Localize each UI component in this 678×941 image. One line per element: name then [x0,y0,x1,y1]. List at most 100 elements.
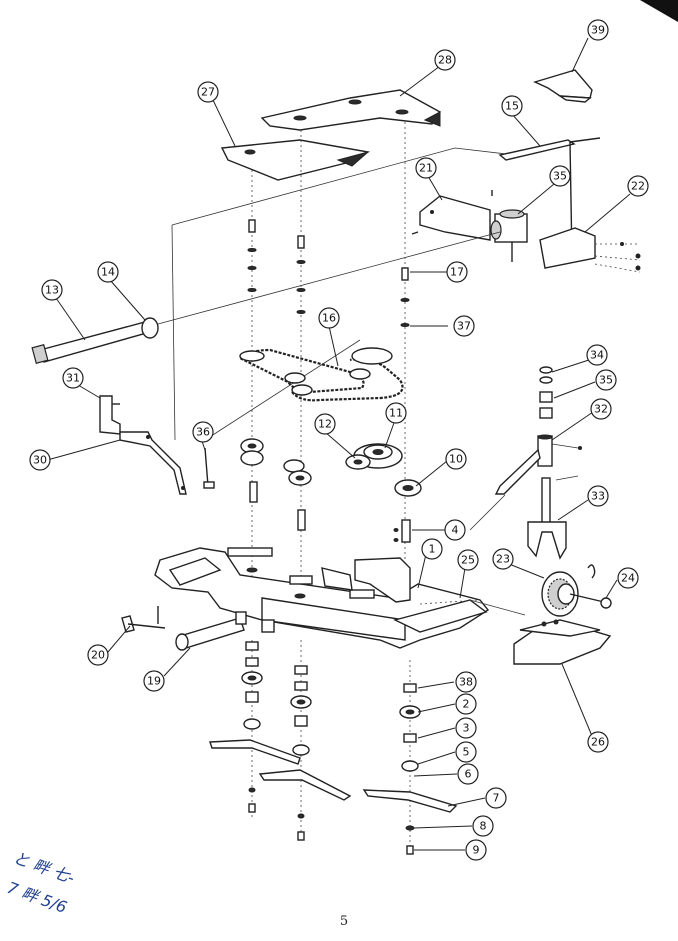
page-corner-shadow [640,0,678,22]
handwriting-line-2: 7 畔 5/6 [5,878,70,917]
svg-text:27: 27 [201,86,215,99]
spindle-hardware-left [247,219,257,292]
callout-15: 15 [501,95,523,117]
page-number: 5 [340,914,348,929]
callout-16: 16 [318,307,340,329]
svg-text:16: 16 [322,312,336,325]
svg-text:3: 3 [463,722,470,735]
svg-text:20: 20 [91,649,105,662]
spindle-hardware-center [296,235,306,314]
svg-text:10: 10 [449,453,463,466]
callout-34: 34 [586,344,608,366]
svg-text:30: 30 [33,454,47,467]
part-22-bracket [539,227,641,273]
svg-text:26: 26 [591,736,605,749]
blade-bolts [248,787,415,855]
part-19-roller [175,611,275,651]
callout-13: 13 [41,279,63,301]
spindle-hardware-right [400,267,410,327]
part-29-gearbox [490,190,528,262]
part-1-deck-frame [154,547,490,649]
svg-text:37: 37 [457,320,471,333]
callout-9: 9 [465,839,487,861]
part-34-washer [539,366,553,384]
part-36-bolt [203,447,215,489]
svg-text:36: 36 [196,426,210,439]
callout-22: 22 [627,175,649,197]
svg-text:35: 35 [599,374,613,387]
svg-text:6: 6 [465,768,472,781]
part-4-spacer [249,481,411,543]
svg-text:9: 9 [473,844,480,857]
callout-10: 10 [445,448,467,470]
svg-text:32: 32 [594,403,608,416]
callout-14: 14 [97,261,119,283]
spindle-lower-right [399,683,421,772]
part-13-drive-shaft [31,231,501,365]
pulley-left [240,438,264,466]
svg-text:12: 12 [318,418,332,431]
part-30-arm [119,431,187,495]
callout-1: 1 [421,538,443,560]
callout-3: 3 [455,717,477,739]
callout-5: 5 [455,741,477,763]
svg-text:24: 24 [621,572,635,585]
svg-text:31: 31 [66,372,80,385]
callout-35: 35 [595,369,617,391]
svg-text:2: 2 [463,698,470,711]
callout-4: 4 [444,519,466,541]
svg-text:14: 14 [101,266,115,279]
svg-text:22: 22 [631,180,645,193]
part-32-arm [494,434,582,495]
svg-text:39: 39 [591,24,605,37]
pulley-center [283,459,312,486]
part-39-cover [533,69,593,103]
part-28-cover [260,89,442,131]
svg-text:23: 23 [496,553,510,566]
part-7-blade [362,789,458,813]
svg-text:34: 34 [590,349,604,362]
part-26-deflector [513,619,612,665]
svg-text:28: 28 [438,54,452,67]
part-33-caster-fork [527,475,579,560]
callout-20: 20 [87,644,109,666]
callout-8: 8 [472,815,494,837]
callout-36: 36 [192,421,214,443]
svg-text:1: 1 [429,543,436,556]
svg-text:13: 13 [45,284,59,297]
callout-23: 23 [492,548,514,570]
svg-text:8: 8 [480,820,487,833]
callout-29: 35 [549,165,571,187]
part-24-axle-bolt [569,564,612,609]
svg-text:21: 21 [419,162,433,175]
spindle-lower-left [241,641,263,730]
svg-text:38: 38 [459,676,473,689]
callout-32: 32 [590,398,612,420]
callout-17: 17 [446,261,468,283]
part-16-belt [237,347,404,402]
callout-7: 7 [485,787,507,809]
callout-30: 30 [29,449,51,471]
callout-24: 24 [617,567,639,589]
callout-25: 25 [457,549,479,571]
callout-12: 12 [314,413,336,435]
part-21-bracket [411,195,491,241]
spindle-lower-center [290,665,312,756]
svg-text:17: 17 [450,266,464,279]
leader-lines [39,37,631,851]
callout-38: 38 [455,671,477,693]
blade-left [209,739,301,765]
blade-center [258,769,352,801]
svg-text:15: 15 [505,100,519,113]
part-31-bracket [99,395,121,435]
svg-text:33: 33 [591,490,605,503]
callout-19: 19 [143,670,165,692]
callout-27: 27 [197,81,219,103]
callout-11: 11 [385,402,407,424]
callout-28: 28 [434,49,456,71]
callout-33: 33 [587,485,609,507]
svg-text:4: 4 [452,524,459,537]
callout-6: 6 [457,763,479,785]
svg-text:25: 25 [461,554,475,567]
